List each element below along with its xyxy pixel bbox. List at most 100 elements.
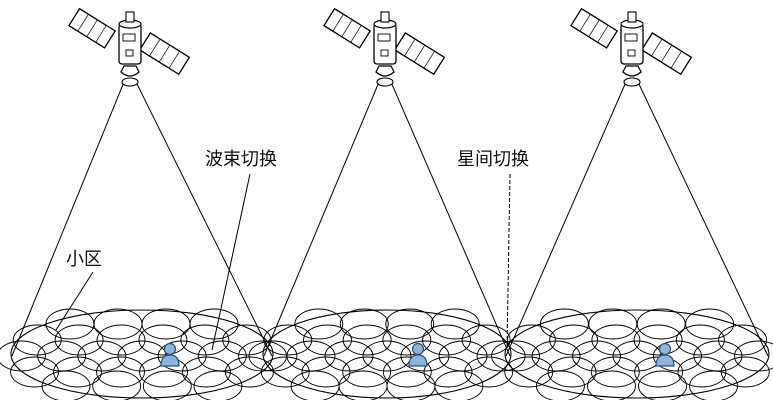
cell-ellipse	[464, 356, 514, 388]
cell-ellipse	[572, 340, 621, 372]
label-inter-satellite-handover: 星间切换	[457, 149, 529, 170]
coverage-cone-3	[505, 81, 769, 357]
cell-ellipse	[385, 308, 435, 340]
cell-ellipse	[587, 370, 636, 400]
cell-ellipse	[422, 324, 471, 356]
cell-cluster-1	[0, 308, 287, 400]
cell-ellipse	[400, 340, 450, 372]
cell-ellipse	[675, 324, 725, 356]
antenna-dish	[120, 65, 140, 77]
cell-ellipse	[506, 324, 556, 356]
solar-panel-right	[640, 32, 693, 76]
cell-ellipse	[342, 324, 392, 356]
solar-panel-left	[68, 7, 117, 49]
cell-ellipse	[54, 324, 104, 356]
cell-cluster-3	[491, 308, 773, 400]
cell-ellipse	[382, 324, 432, 356]
satellite-body	[118, 23, 142, 65]
cell-cluster-2	[248, 308, 526, 400]
cell-ellipse	[720, 356, 770, 388]
label-beam-handover: 波束切换	[205, 149, 277, 170]
cell-ellipse	[10, 356, 60, 388]
cell-ellipse	[222, 324, 272, 356]
cell-ellipse	[37, 340, 87, 372]
cell-ellipse	[193, 370, 243, 400]
cell-ellipse	[260, 356, 310, 388]
cell-ellipse	[677, 356, 727, 388]
callout-inter-satellite-handover	[506, 173, 511, 349]
cell-ellipse	[689, 370, 739, 400]
cell-ellipse	[197, 340, 247, 372]
satellite-top	[627, 11, 637, 23]
satellite-top	[125, 11, 135, 23]
callout-lines	[55, 173, 511, 351]
satellite-body	[373, 23, 397, 65]
cell-ellipse	[362, 340, 412, 372]
cell-ellipse	[549, 324, 599, 356]
cell-ellipse	[0, 340, 46, 372]
coverage-boundary	[504, 309, 770, 399]
cone-edge-left	[505, 81, 627, 357]
callout-beam-handover	[211, 173, 251, 351]
solar-panel-left	[323, 7, 372, 49]
cell-ellipse	[633, 324, 683, 356]
user-icon	[160, 342, 180, 367]
label-cell: 小区	[66, 249, 102, 270]
cell-ellipse	[382, 356, 432, 388]
cell-ellipse	[41, 370, 91, 400]
cell-ellipse	[263, 324, 313, 356]
cell-ellipse	[92, 370, 142, 400]
coverage-cone-2	[263, 81, 511, 357]
cell-ellipse	[434, 370, 484, 400]
cell-ellipse	[461, 324, 511, 356]
cone-edge-right	[390, 81, 511, 357]
cell-ellipse	[591, 324, 641, 356]
solar-panel-right	[393, 32, 446, 76]
cell-ellipse	[142, 370, 192, 400]
callout-cell	[55, 271, 94, 331]
cell-ellipse	[224, 356, 274, 388]
cell-ellipse	[342, 356, 392, 388]
cell-ellipse	[339, 308, 389, 340]
satellite-icon	[570, 7, 693, 87]
coverage-cone-1	[11, 81, 273, 357]
cell-ellipse	[12, 324, 62, 356]
cone-edge-right	[135, 81, 273, 357]
cone-edge-left	[263, 81, 380, 357]
antenna-dish	[375, 65, 395, 77]
satellite-icon	[68, 7, 191, 87]
cone-edge-left	[11, 81, 125, 357]
solar-panel-right	[138, 32, 191, 76]
cell-ellipse	[303, 324, 352, 356]
cell-ellipse	[653, 340, 702, 372]
user-icon	[408, 342, 428, 367]
coverage-boundary	[262, 309, 512, 399]
cell-ellipse	[138, 324, 188, 356]
cell-ellipse	[96, 356, 145, 388]
coverage-boundary	[10, 309, 274, 399]
cell-ellipse	[476, 340, 526, 372]
cell-ellipse	[438, 340, 488, 372]
cell-ellipse	[301, 356, 351, 388]
cell-ellipse	[535, 370, 585, 400]
cone-edge-right	[637, 81, 769, 357]
satellite-top	[380, 11, 390, 23]
user-icon	[655, 342, 675, 367]
satellite-body	[620, 23, 644, 65]
cell-ellipse	[96, 324, 146, 356]
cell-ellipse	[182, 356, 231, 388]
cell-ellipse	[117, 340, 167, 372]
cell-ellipse	[547, 356, 597, 388]
cell-ellipse	[423, 356, 473, 388]
cell-ellipse	[638, 370, 687, 400]
cell-ellipse	[180, 324, 230, 356]
cell-ellipse	[590, 356, 640, 388]
cell-ellipse	[53, 356, 102, 388]
cell-ellipse	[286, 340, 336, 372]
cell-ellipse	[718, 324, 768, 356]
solar-panel-left	[570, 7, 619, 49]
satellite-icon	[323, 7, 446, 87]
cell-ellipse	[504, 356, 554, 388]
cell-ellipse	[324, 340, 374, 372]
